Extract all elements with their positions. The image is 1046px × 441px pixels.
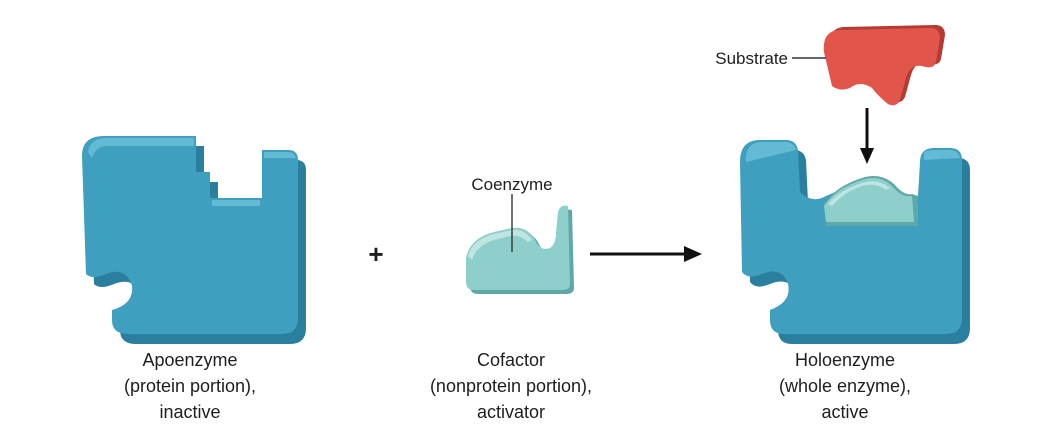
- apoenzyme-caption-line2: (protein portion),: [124, 376, 256, 396]
- binding-arrow: [860, 108, 874, 164]
- cofactor-caption-line1: Cofactor: [477, 350, 545, 370]
- apoenzyme-shape: [82, 136, 306, 344]
- holoenzyme-caption-line1: Holoenzyme: [795, 350, 895, 370]
- holoenzyme-caption-line3: active: [821, 402, 868, 422]
- cofactor-caption: Cofactor (nonprotein portion), activator: [430, 350, 592, 422]
- coenzyme-label: Coenzyme: [471, 175, 552, 194]
- cofactor-caption-line2: (nonprotein portion),: [430, 376, 592, 396]
- apoenzyme-caption-line1: Apoenzyme: [142, 350, 237, 370]
- holoenzyme-caption-line2: (whole enzyme),: [779, 376, 911, 396]
- apoenzyme-caption-line3: inactive: [159, 402, 220, 422]
- substrate-shape: [823, 25, 945, 106]
- cofactor-caption-line3: activator: [477, 402, 545, 422]
- apoenzyme-caption: Apoenzyme (protein portion), inactive: [124, 350, 256, 422]
- holoenzyme-shape: [740, 140, 970, 344]
- coenzyme-shape: [466, 205, 574, 294]
- plus-sign: +: [368, 239, 383, 269]
- holoenzyme-caption: Holoenzyme (whole enzyme), active: [779, 350, 911, 422]
- reaction-arrow: [590, 246, 702, 262]
- substrate-label: Substrate: [715, 49, 788, 68]
